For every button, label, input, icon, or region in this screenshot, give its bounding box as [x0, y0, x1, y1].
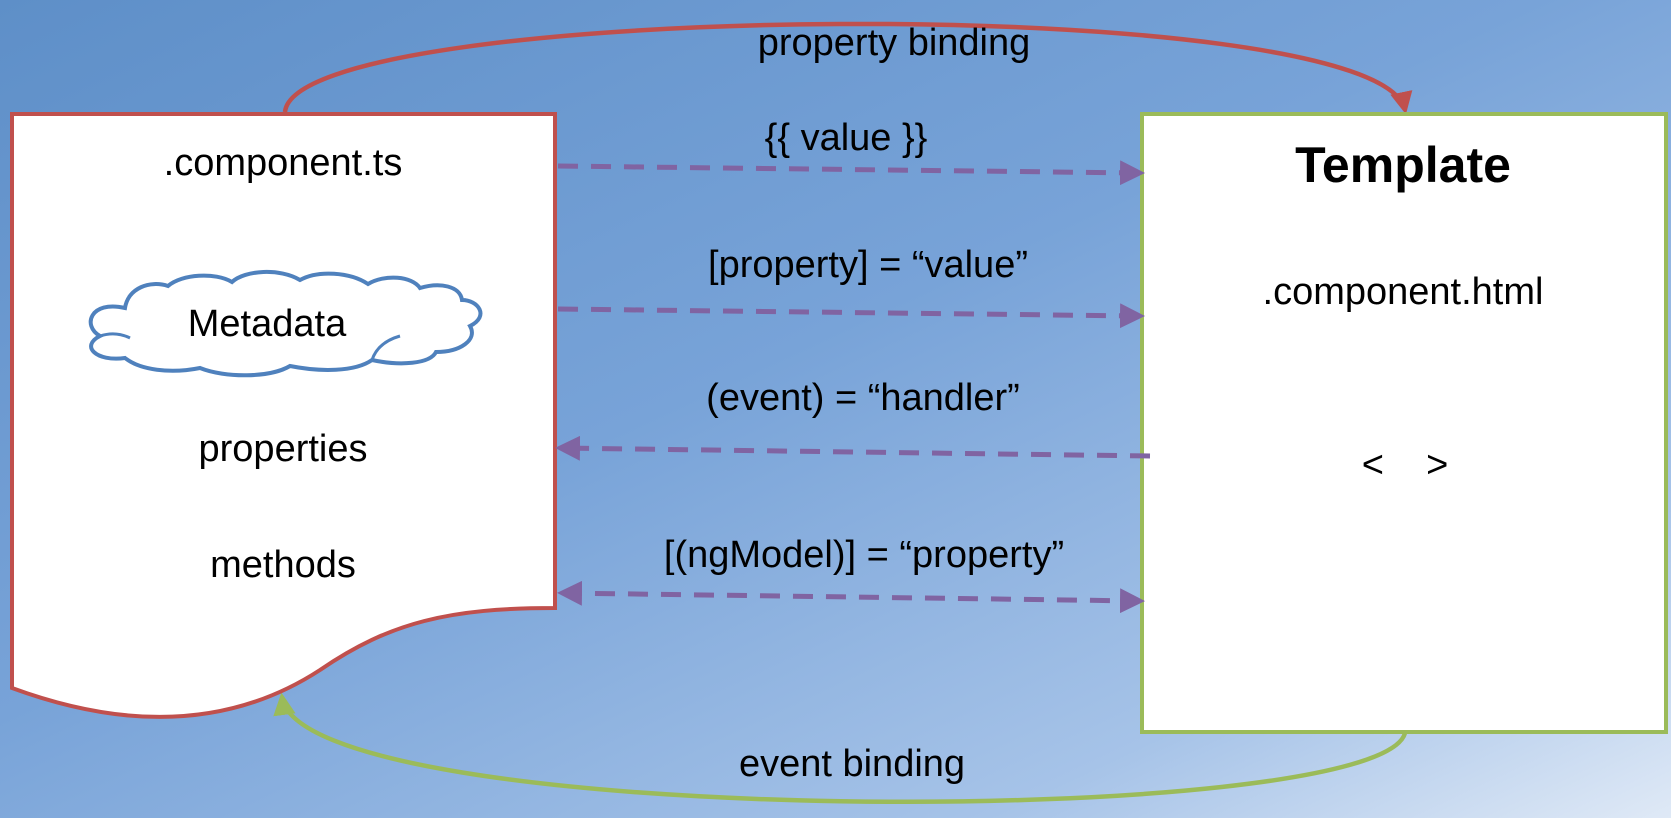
- component-document-box: [10, 112, 557, 720]
- property-binding-arrow: [282, 21, 1413, 115]
- methods-label: methods: [210, 544, 356, 586]
- event-binding-label: event binding: [738, 743, 966, 785]
- property-arrow: [557, 303, 1145, 329]
- property-binding-label: property binding: [757, 22, 1031, 64]
- binding-label-property: [property] = “value”: [708, 244, 1028, 286]
- binding-label-event: (event) = “handler”: [706, 377, 1020, 419]
- template-tag-symbol: < >: [1361, 444, 1449, 486]
- template-file-label: .component.html: [1262, 271, 1544, 313]
- event-arrow: [555, 435, 1151, 461]
- properties-label: properties: [198, 428, 368, 470]
- template-box: [1140, 112, 1668, 734]
- metadata-cloud-curl-right: [370, 334, 401, 361]
- component-file-label: .component.ts: [163, 142, 403, 184]
- template-title: Template: [1295, 137, 1511, 193]
- interpolation-arrow: [557, 160, 1145, 186]
- metadata-label: Metadata: [187, 303, 347, 345]
- metadata-cloud-curl-left: [99, 332, 131, 340]
- binding-label-ngmodel: [(ngModel)] = “property”: [663, 534, 1065, 576]
- ngmodel-arrow: [557, 580, 1145, 614]
- metadata-cloud: [88, 269, 483, 378]
- event-binding-arrow: [273, 692, 1408, 805]
- binding-label-interpolation: {{ value }}: [764, 117, 928, 159]
